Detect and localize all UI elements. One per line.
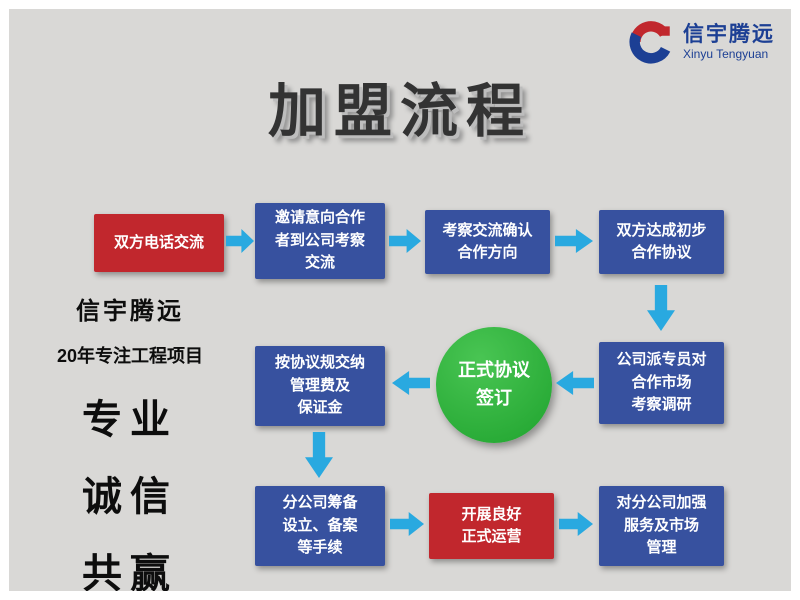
left-panel: 信宇腾远 20年专注工程项目 专业 诚信 共赢: [35, 291, 225, 596]
page-title: 加盟流程: [267, 79, 532, 144]
arrow-right-icon: [390, 512, 424, 536]
flow-step-formal-operation: 开展良好 正式运营: [429, 493, 554, 559]
flow-step-invite-visit: 邀请意向合作 者到公司考察 交流: [255, 203, 385, 279]
logo-name-cn: 信宇腾远: [683, 22, 775, 46]
value-winwin: 共赢: [82, 552, 178, 596]
arrow-right-icon: [555, 229, 593, 253]
arrow-down-icon: [647, 285, 675, 331]
brand-tagline: 20年专注工程项目: [56, 346, 204, 366]
arrow-right-icon: [389, 229, 421, 253]
arrow-right-icon: [226, 229, 254, 253]
arrow-left-icon: [392, 371, 430, 395]
logo: 信宇腾远 Xinyu Tengyuan: [626, 17, 775, 67]
arrow-right-icon: [559, 512, 593, 536]
value-integrity: 诚信: [82, 475, 178, 519]
flow-step-strengthen-service: 对分公司加强 服务及市场 管理: [599, 486, 724, 566]
flow-step-market-research: 公司派专员对 合作市场 考察调研: [599, 342, 724, 424]
flow-step-confirm-direction: 考察交流确认 合作方向: [425, 210, 550, 274]
flow-step-phone-exchange: 双方电话交流: [94, 214, 224, 272]
value-professional: 专业: [82, 398, 178, 442]
flow-step-branch-setup: 分公司筹备 设立、备案 等手续: [255, 486, 385, 566]
logo-text: 信宇腾远 Xinyu Tengyuan: [683, 23, 775, 61]
brand-name: 信宇腾远: [76, 298, 184, 325]
arrow-down-icon: [305, 432, 333, 478]
logo-icon: [629, 21, 671, 64]
arrow-left-icon: [556, 371, 594, 395]
flow-step-formal-signing: 正式协议 签订: [436, 327, 552, 443]
flow-step-initial-agreement: 双方达成初步 合作协议: [599, 210, 724, 274]
flow-step-pay-fees: 按协议规交纳 管理费及 保证金: [255, 346, 385, 426]
logo-name-en: Xinyu Tengyuan: [683, 46, 769, 61]
